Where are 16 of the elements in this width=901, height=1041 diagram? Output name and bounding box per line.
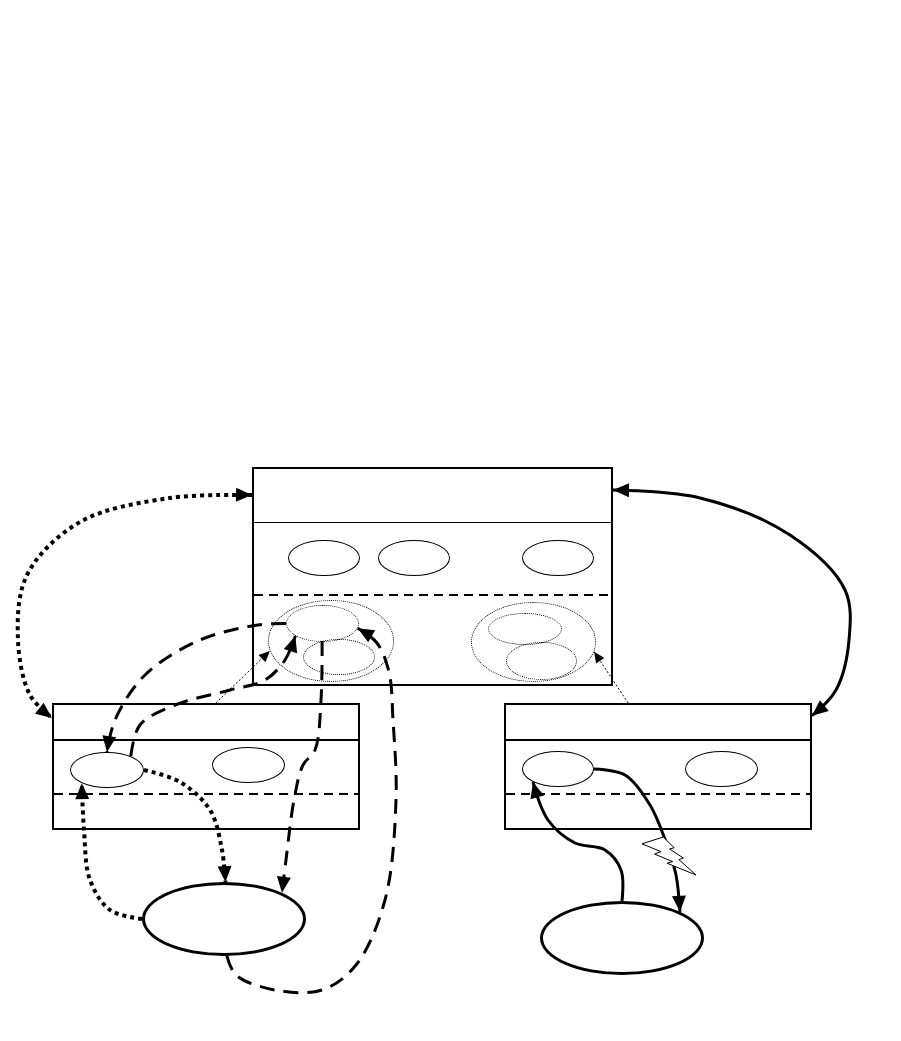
arrow: [276, 641, 324, 894]
arrow: [102, 622, 286, 753]
double-headed-arrow: [612, 483, 852, 717]
compartment-box: [504, 703, 812, 830]
oval: [142, 882, 306, 956]
arrow: [75, 783, 143, 921]
arrow: [225, 627, 398, 995]
oval: [540, 901, 704, 975]
double-headed-arrow: [15, 487, 253, 720]
compartment-box: [252, 467, 613, 686]
arrow: [143, 768, 232, 883]
compartment-box: [52, 703, 360, 830]
arrow: [593, 651, 629, 704]
arrow: [129, 635, 298, 757]
arrow: [530, 781, 625, 902]
arrow: [215, 650, 271, 704]
